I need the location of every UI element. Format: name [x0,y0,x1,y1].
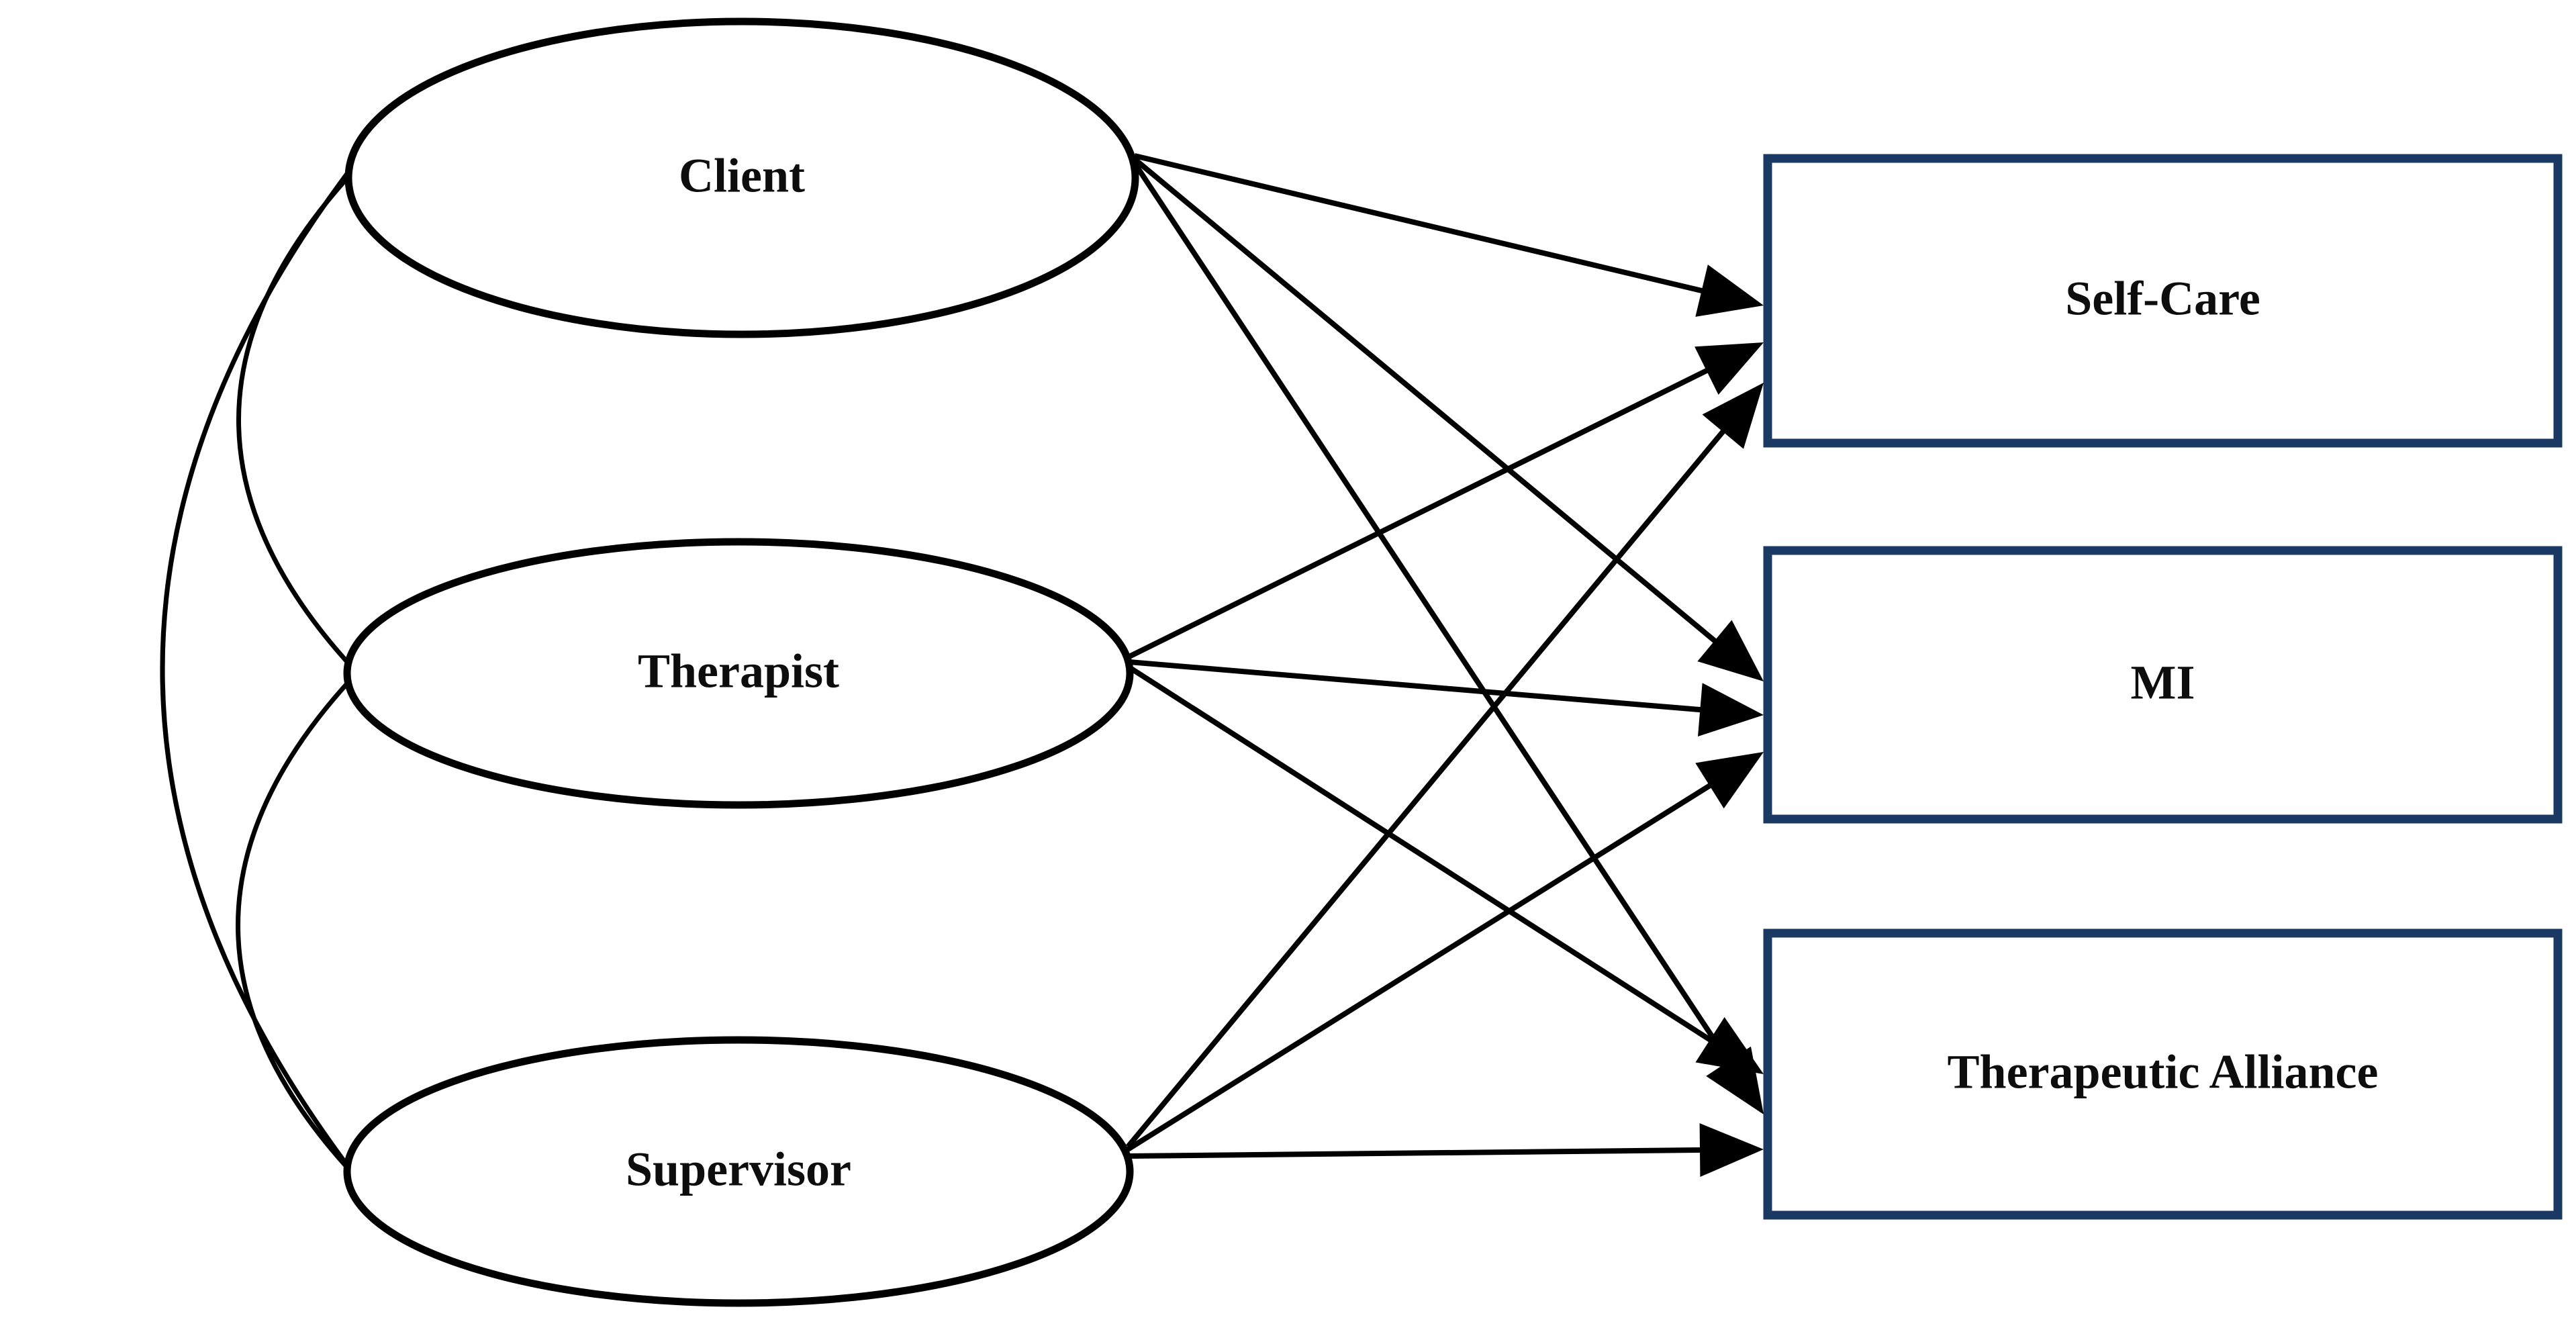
arrowhead-supervisor-to-self-care [1702,383,1764,449]
arrowhead-client-to-mi [1697,620,1764,681]
directed-path-client-to-mi [1133,156,1730,654]
arrowhead-client-to-self-care [1695,265,1764,317]
outcome-node-therapeutic-alliance[interactable] [1763,928,2563,1220]
arrowhead-therapist-to-mi [1697,683,1764,736]
directed-path-therapist-to-therapeutic-alliance [1127,665,1727,1052]
directed-path-group [1125,153,1764,1178]
arrowhead-supervisor-to-therapeutic-alliance [1699,1123,1764,1178]
arrowhead-therapist-to-therapeutic-alliance [1695,1017,1764,1074]
latent-node-group [343,17,1139,1307]
outcome-node-label-self-care: Self-Care [2065,272,2260,326]
outcome-node-mi[interactable] [1763,546,2563,824]
latent-node-label-therapist: Therapist [638,645,839,698]
covariance-arc-therapist-supervisor [236,680,351,1172]
covariance-arc-client-supervisor [160,167,352,1172]
outcome-node-label-therapeutic-alliance: Therapeutic Alliance [1948,1045,2379,1099]
latent-node-label-client: Client [679,149,805,203]
directed-path-supervisor-to-self-care [1125,416,1736,1149]
latent-node-label-supervisor: Supervisor [626,1143,851,1196]
directed-path-client-to-self-care [1134,153,1719,297]
directed-path-supervisor-to-therapeutic-alliance [1127,1147,1718,1159]
latent-node-therapist[interactable] [343,538,1134,809]
directed-path-therapist-to-mi [1129,659,1718,714]
outcome-node-self-care[interactable] [1763,154,2563,448]
outcome-node-group [1763,154,2563,1220]
arrowhead-therapist-to-self-care [1695,342,1764,395]
directed-path-client-to-therapeutic-alliance [1132,161,1741,1078]
outcome-node-label-mi: MI [2131,656,2195,710]
directed-path-therapist-to-self-care [1128,361,1723,659]
latent-node-client[interactable] [344,17,1139,338]
arrowhead-supervisor-to-mi [1695,752,1764,809]
covariance-arc-group [160,167,352,1172]
directed-path-supervisor-to-mi [1126,774,1726,1152]
label-group: Client Therapist Supervisor Self-Care MI… [626,149,2378,1196]
latent-node-supervisor[interactable] [343,1036,1134,1307]
